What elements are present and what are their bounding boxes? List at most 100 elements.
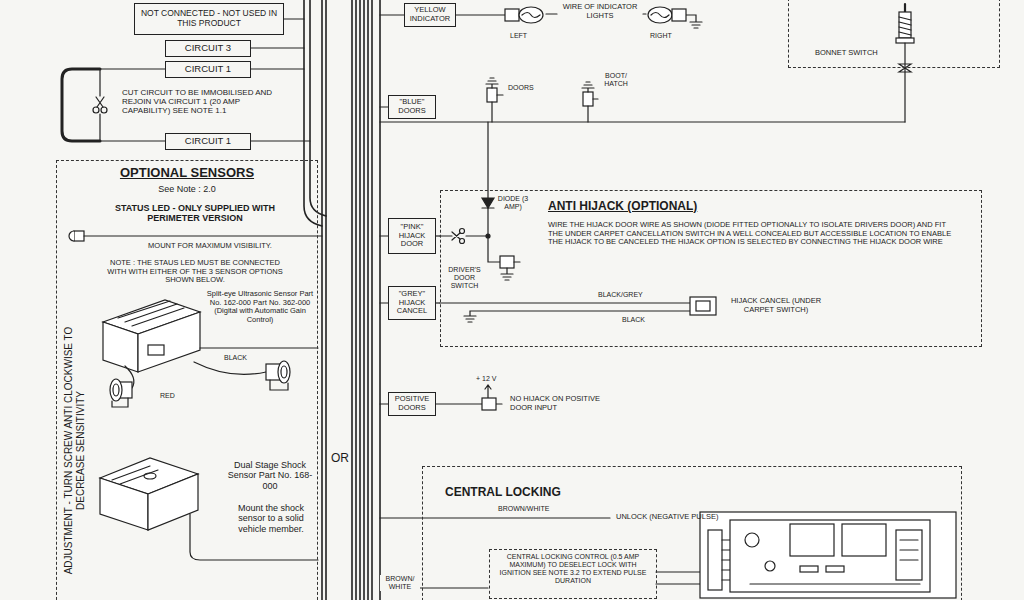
wire-colour: BROWN/ WHITE — [380, 575, 420, 591]
part-label: RIGHT — [650, 32, 672, 40]
transducer — [112, 398, 128, 407]
note-ref: See Note : 2.0 — [57, 184, 317, 194]
instruction-text: WIRE THE HIJACK DOOR WIRE AS SHOWN (DIOD… — [548, 221, 953, 247]
hijack-wire — [440, 235, 488, 236]
ultrasonic-sensor — [118, 301, 184, 326]
hijack-wire — [482, 198, 494, 208]
ultrasonic-sensor — [200, 347, 318, 348]
indicator-bulb — [651, 13, 669, 18]
shock-sensor — [100, 478, 148, 530]
shock-sensor — [100, 458, 318, 560]
circuit-wire — [62, 69, 100, 141]
circuit-box: CIRCUIT 1 — [165, 61, 251, 78]
status-led — [69, 231, 74, 241]
wire-colour: POSITIVE DOORS — [391, 395, 433, 412]
part-label: HIJACK CANCEL (UNDER CARPET SWITCH) — [726, 297, 826, 314]
circuit-label: CIRCUIT 1 — [168, 136, 248, 147]
door-wire — [380, 107, 905, 404]
hijack-wire — [488, 122, 500, 262]
wire-tag: "BLUE" DOORS — [388, 95, 436, 119]
lock-module — [842, 524, 886, 556]
control-note-box: CENTRAL LOCKING CONTROL (0.5 AMP MAXIMUM… — [489, 549, 657, 599]
hijack-wire — [464, 311, 690, 322]
lock-module — [790, 524, 834, 556]
ultrasonic-sensor — [194, 362, 266, 374]
wire-colour: "BLUE" DOORS — [391, 98, 433, 115]
transducer — [278, 361, 290, 383]
wire-colour: BLACK — [224, 354, 247, 362]
hijack-wire — [690, 297, 716, 315]
positive-door-wire — [482, 398, 496, 410]
section-heading: STATUS LED - ONLY SUPPLIED WITH PERIMETE… — [90, 203, 300, 224]
circuit-label: CIRCUIT 1 — [168, 64, 248, 75]
circuit-box: CIRCUIT 1 — [165, 133, 251, 150]
wire-tag: "GREY" HIJACK CANCEL — [388, 286, 436, 320]
hijack-wire — [452, 232, 460, 240]
transducer — [113, 384, 119, 396]
circuit-box: CIRCUIT 3 — [165, 40, 251, 57]
wire-harness — [304, 0, 380, 600]
bonnet-switch — [896, 4, 914, 122]
positive-door-wire — [436, 385, 502, 410]
part-label: DOORS — [508, 84, 534, 92]
option-separator: OR — [330, 452, 350, 466]
part-label: BOOT/ HATCH — [598, 72, 634, 88]
wire-colour: BLACK — [622, 316, 645, 324]
cut-symbol — [101, 107, 107, 113]
bonnet-switch — [896, 38, 914, 43]
lock-module — [722, 540, 730, 580]
lock-module — [700, 512, 956, 598]
circuit-label: CIRCUIT 3 — [168, 43, 248, 54]
circuit-wire — [62, 19, 310, 141]
sensor-panel: OPTIONAL SENSORSSee Note : 2.0 — [56, 160, 318, 600]
wire-harness — [322, 0, 380, 600]
transducer — [281, 366, 287, 378]
door-switch — [582, 82, 598, 122]
bonnet-switch — [904, 43, 905, 122]
hijack-wire — [501, 262, 520, 280]
indicator-bulb — [648, 7, 672, 23]
wire-tag: "PINK" HIJACK DOOR — [388, 218, 436, 254]
part-label: WIRE OF INDICATOR LIGHTS — [560, 3, 640, 20]
lock-module — [896, 530, 922, 580]
cut-symbol — [93, 107, 99, 113]
note-text: NOTE : THE STAUS LED MUST BE CONNECTED W… — [100, 259, 290, 285]
transducer — [110, 379, 122, 401]
wire-colour: YELLOW INDICATOR — [407, 6, 453, 23]
lock-module — [730, 520, 930, 592]
door-wire — [380, 107, 905, 404]
wire-colour: "PINK" HIJACK DOOR — [391, 223, 433, 249]
shock-sensor — [112, 466, 158, 484]
transducer — [270, 380, 288, 390]
status-led — [84, 235, 322, 236]
hijack-panel: ANTI HIJACK (OPTIONAL)WIRE THE HIJACK DO… — [440, 190, 982, 347]
wire-colour: BROWN/WHITE — [498, 505, 549, 513]
signal-label: UNLOCK (NEGATIVE PULSE) — [616, 513, 718, 522]
status-led — [69, 231, 322, 241]
part-label: Dual Stage Shock Sensor Part No. 168-000 — [224, 460, 316, 491]
ultrasonic-sensor — [103, 322, 138, 372]
lock-module — [700, 512, 956, 598]
cut-symbol — [96, 97, 104, 107]
locking-wire — [380, 518, 708, 588]
bonnet-panel: BONNET SWITCH — [788, 0, 1000, 68]
wire-tag: YELLOW INDICATOR — [404, 3, 456, 27]
instruction-text: Mount the shock sensor to a solid vehicl… — [226, 503, 316, 534]
bonnet-switch — [904, 4, 906, 12]
bonnet-switch — [899, 12, 911, 38]
door-switch — [486, 78, 503, 122]
wire-tag: POSITIVE DOORS — [388, 392, 436, 416]
status-led — [74, 231, 84, 241]
indicator-bulb — [522, 13, 540, 18]
note-text: CENTRAL LOCKING CONTROL (0.5 AMP MAXIMUM… — [493, 553, 653, 585]
lock-module — [708, 530, 722, 590]
lock-module — [826, 566, 844, 572]
hijack-wire — [500, 256, 514, 268]
note-text: NO HIJACK ON POSITIVE DOOR INPUT — [510, 395, 610, 412]
door-switch — [487, 88, 497, 102]
transducer — [110, 361, 290, 407]
hijack-wire — [696, 301, 710, 311]
indicator-wire — [686, 15, 702, 28]
wiring-art — [62, 0, 956, 600]
locking-panel: CENTRAL LOCKINGCENTRAL LOCKING CONTROL (… — [422, 466, 962, 600]
